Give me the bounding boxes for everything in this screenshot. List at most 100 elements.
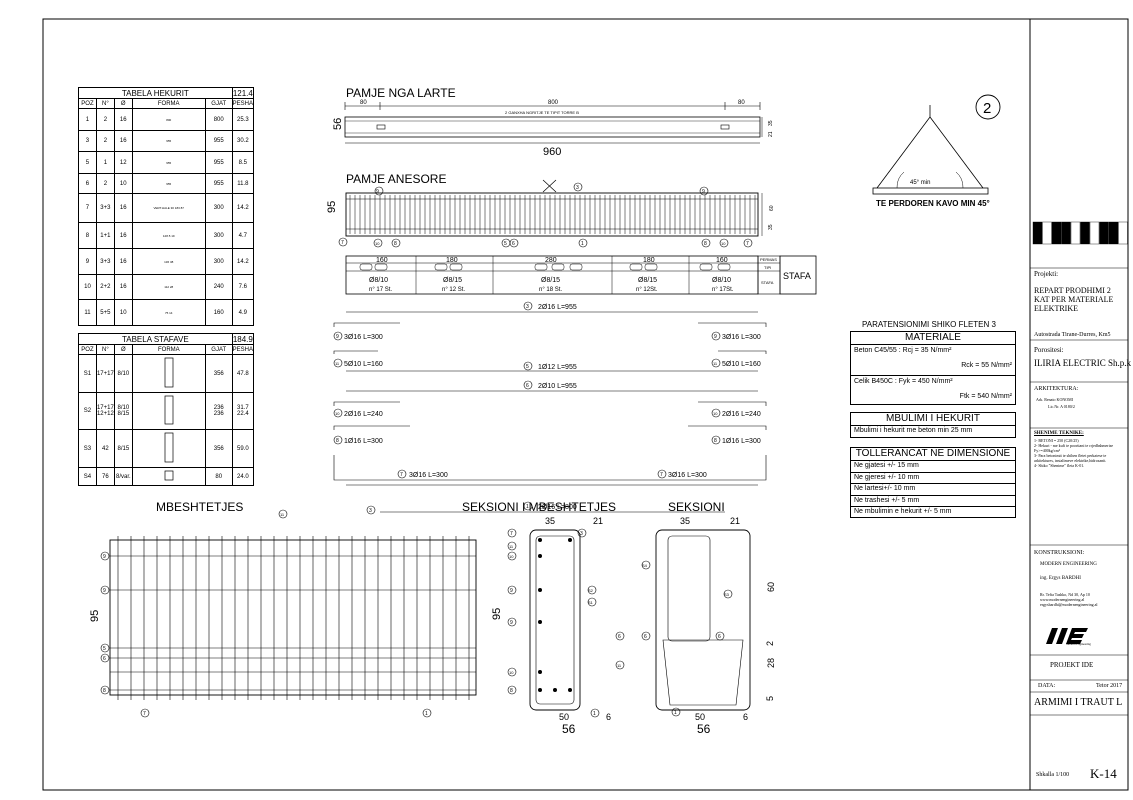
stirrup-table: PERMAS TIPI STAFA STAFA 160 180 280 180 … [345, 255, 817, 295]
svg-text:1: 1 [526, 504, 529, 510]
stirrup-shape-icon [131, 429, 206, 468]
bar-schedule: 3 2Ø16 L=955 9 3Ø16 L=300 9 3Ø16 L=300 1… [333, 301, 767, 513]
swatch-cell [1089, 221, 1100, 245]
svg-text:11: 11 [617, 663, 622, 668]
svg-text:95: 95 [89, 610, 101, 622]
firm-logo-icon: Modern Engineering [1044, 626, 1091, 646]
svg-text:180: 180 [446, 257, 458, 264]
svg-text:Ø8/10: Ø8/10 [369, 277, 388, 284]
svg-text:S2: S2 [588, 588, 594, 593]
rebar-dot [538, 620, 542, 624]
svg-text:56: 56 [332, 118, 344, 130]
tolerance-item: Ne gjatesi +/- 15 mm [854, 462, 919, 469]
rebar-table-title: TABELA HEKURIT [78, 87, 233, 99]
sheet-number: K-14 [1090, 766, 1117, 781]
svg-text:9: 9 [510, 588, 513, 594]
svg-text:Ø8/10: Ø8/10 [712, 277, 731, 284]
lifting-diagram: 2 45° min TE PERDOREN KAVO MIN 45° [872, 94, 1001, 208]
svg-text:5: 5 [765, 696, 775, 701]
svg-text:9: 9 [714, 334, 717, 340]
svg-text:7: 7 [660, 472, 663, 478]
stirrup-icon [534, 263, 548, 271]
svg-text:10: 10 [721, 241, 726, 246]
svg-text:1: 1 [425, 711, 428, 717]
tech-note: 3- Para betonimit te shihen fletet perka… [1034, 453, 1107, 463]
svg-text:STAFA: STAFA [761, 280, 774, 285]
svg-text:Ø8/15: Ø8/15 [638, 277, 657, 284]
svg-text:1: 1 [593, 711, 596, 717]
svg-text:11: 11 [509, 544, 514, 549]
svg-text:6: 6 [644, 634, 647, 640]
svg-text:8: 8 [103, 688, 106, 694]
svg-text:8: 8 [704, 241, 707, 247]
svg-text:STAFA: STAFA [783, 271, 811, 281]
cover-box: MBULIMI I HEKURIT Mbulimi i hekurit me b… [850, 412, 1016, 438]
svg-text:21: 21 [768, 131, 774, 137]
svg-text:n° 18 St.: n° 18 St. [539, 287, 562, 293]
svg-text:21: 21 [730, 516, 740, 526]
svg-text:1Ø12 L=955: 1Ø12 L=955 [538, 364, 577, 371]
svg-text:3Ø16 L=300: 3Ø16 L=300 [409, 472, 448, 479]
svg-text:960: 960 [543, 146, 561, 158]
svg-text:10: 10 [509, 670, 514, 675]
svg-text:9: 9 [376, 189, 379, 195]
svg-text:80: 80 [738, 100, 745, 106]
svg-text:35: 35 [768, 120, 774, 126]
svg-text:280: 280 [545, 257, 557, 264]
svg-text:PAMJE ANESORE: PAMJE ANESORE [346, 172, 446, 186]
color-swatch [1032, 221, 1128, 245]
stirrup-icon [449, 263, 463, 271]
stirrup-icon [717, 263, 731, 271]
svg-text:28: 28 [766, 658, 776, 668]
rebar-dot [538, 670, 542, 674]
svg-text:6: 6 [606, 712, 611, 722]
svg-text:2: 2 [983, 100, 991, 117]
svg-text:45° min: 45° min [910, 180, 930, 186]
svg-text:7: 7 [143, 711, 146, 717]
swatch-cell [1042, 221, 1052, 245]
rebar-dot [553, 688, 557, 692]
svg-text:n° 12 St.: n° 12 St. [442, 287, 465, 293]
side-view: PAMJE ANESORE 95 60 35 9 3 9 7 10 8 5 6 … [326, 172, 775, 248]
svg-text:2Ø10 L=955: 2Ø10 L=955 [538, 383, 577, 390]
rebar-dot [538, 538, 542, 542]
contact-line: Rr. Tefta Tashko, Nd 30, Ap 10 [1040, 592, 1090, 597]
svg-text:10: 10 [509, 554, 514, 559]
section-mid: SEKSIONI 35 21 50 6 56 60 2 28 5 S4 S3 6… [641, 500, 776, 736]
svg-text:3: 3 [576, 185, 579, 191]
svg-text:35: 35 [680, 516, 690, 526]
project-name: REPART PRODHIMI 2 KAT PER MATERIALE ELEK… [1034, 286, 1114, 313]
rebar-dot [538, 688, 542, 692]
swatch-cell [1108, 221, 1119, 245]
tech-note: 2- Hekuri - me kufi te poortiani te rrje… [1034, 443, 1114, 453]
stirrup-icon [644, 263, 658, 271]
stirrup-icon [699, 263, 713, 271]
svg-text:2Ø16 L=800: 2Ø16 L=800 [538, 504, 577, 511]
svg-text:2Ø16 L=955: 2Ø16 L=955 [538, 304, 577, 311]
section-support: SEKSIONI I MBESHTETJES 35 21 50 6 56 95 … [462, 500, 625, 736]
svg-text:95: 95 [326, 201, 338, 213]
contact-line: www.modernengineering.al [1040, 597, 1085, 602]
stirrup-icon [359, 263, 373, 271]
rebar-dot [538, 554, 542, 558]
svg-text:1: 1 [674, 710, 677, 716]
svg-text:PERMAS: PERMAS [760, 257, 777, 262]
stirrup-icon [629, 263, 643, 271]
svg-text:Ø8/15: Ø8/15 [541, 277, 560, 284]
svg-text:9: 9 [510, 620, 513, 626]
svg-text:S3: S3 [724, 592, 730, 597]
svg-text:TE PERDOREN KAVO MIN 45°: TE PERDOREN KAVO MIN 45° [876, 199, 990, 208]
svg-text:60: 60 [766, 582, 776, 592]
svg-text:5: 5 [526, 364, 529, 370]
svg-text:800: 800 [548, 100, 559, 106]
sheet-border [42, 18, 1129, 791]
svg-text:6: 6 [103, 656, 106, 662]
swatch-cell [1080, 221, 1090, 245]
